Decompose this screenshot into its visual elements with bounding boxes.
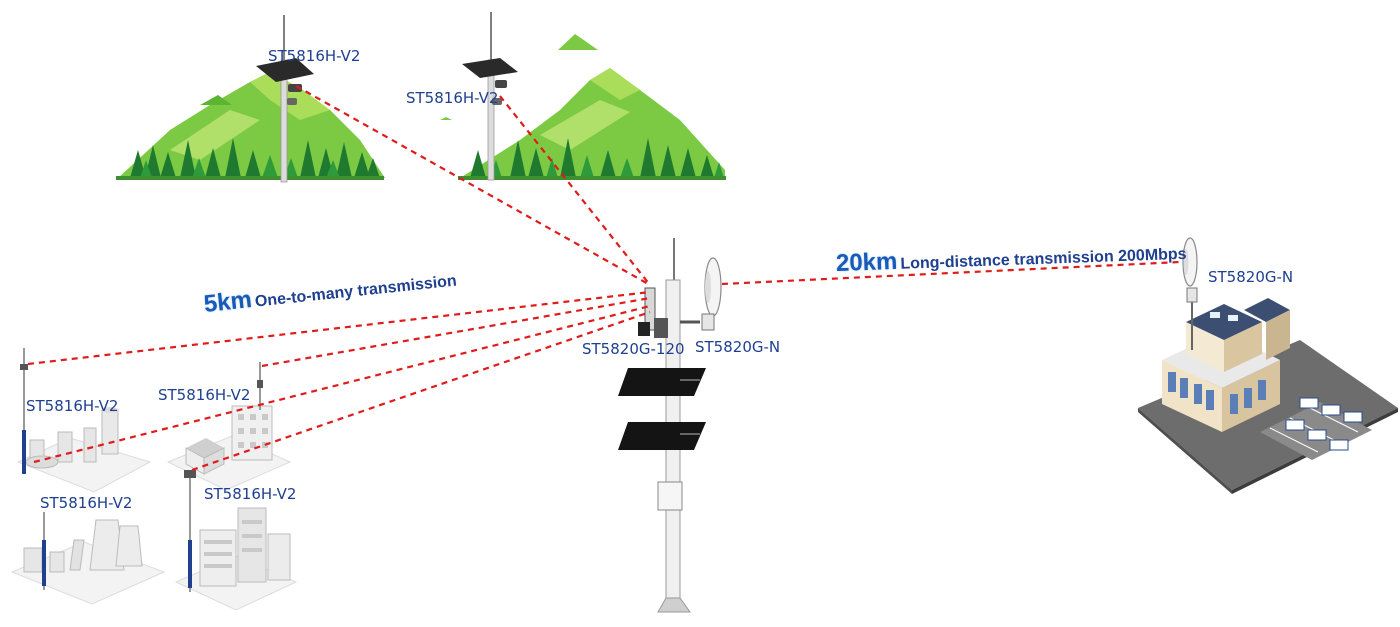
label-building-device: ST5816H-V2 [204,485,297,503]
label-factory-bottom-device: ST5816H-V2 [40,494,133,512]
office-building-bottom [174,470,298,611]
label-mountain-left-device: ST5816H-V2 [268,47,361,65]
link-to-factory-industrial [33,304,651,464]
label-town-device: ST5816H-V2 [158,386,251,404]
central-tower [618,238,722,613]
factory-bottom-left [10,512,166,605]
label-remote-dish-device: ST5820G-N [1208,268,1294,286]
link-to-factory-top [27,290,651,366]
label-factory-top-device: ST5816H-V2 [26,397,119,415]
link-to-mountain-left [295,85,651,286]
town-cluster [166,362,292,491]
label-center-sector-device: ST5820G-120 [582,340,685,358]
mountain-scene-right [440,12,726,181]
link-to-mountain-right [499,95,651,286]
one-to-many-distance: 5km [202,286,254,318]
label-center-dish-device: ST5820G-N [695,338,781,356]
link-to-building [191,310,651,472]
label-mountain-right-device: ST5816H-V2 [406,89,499,107]
remote-building [1138,237,1398,494]
long-distance-distance: 20km [835,247,898,277]
wireless-links [27,85,1181,472]
factory-top-left [16,348,152,493]
mountain-scene-left [116,15,385,183]
